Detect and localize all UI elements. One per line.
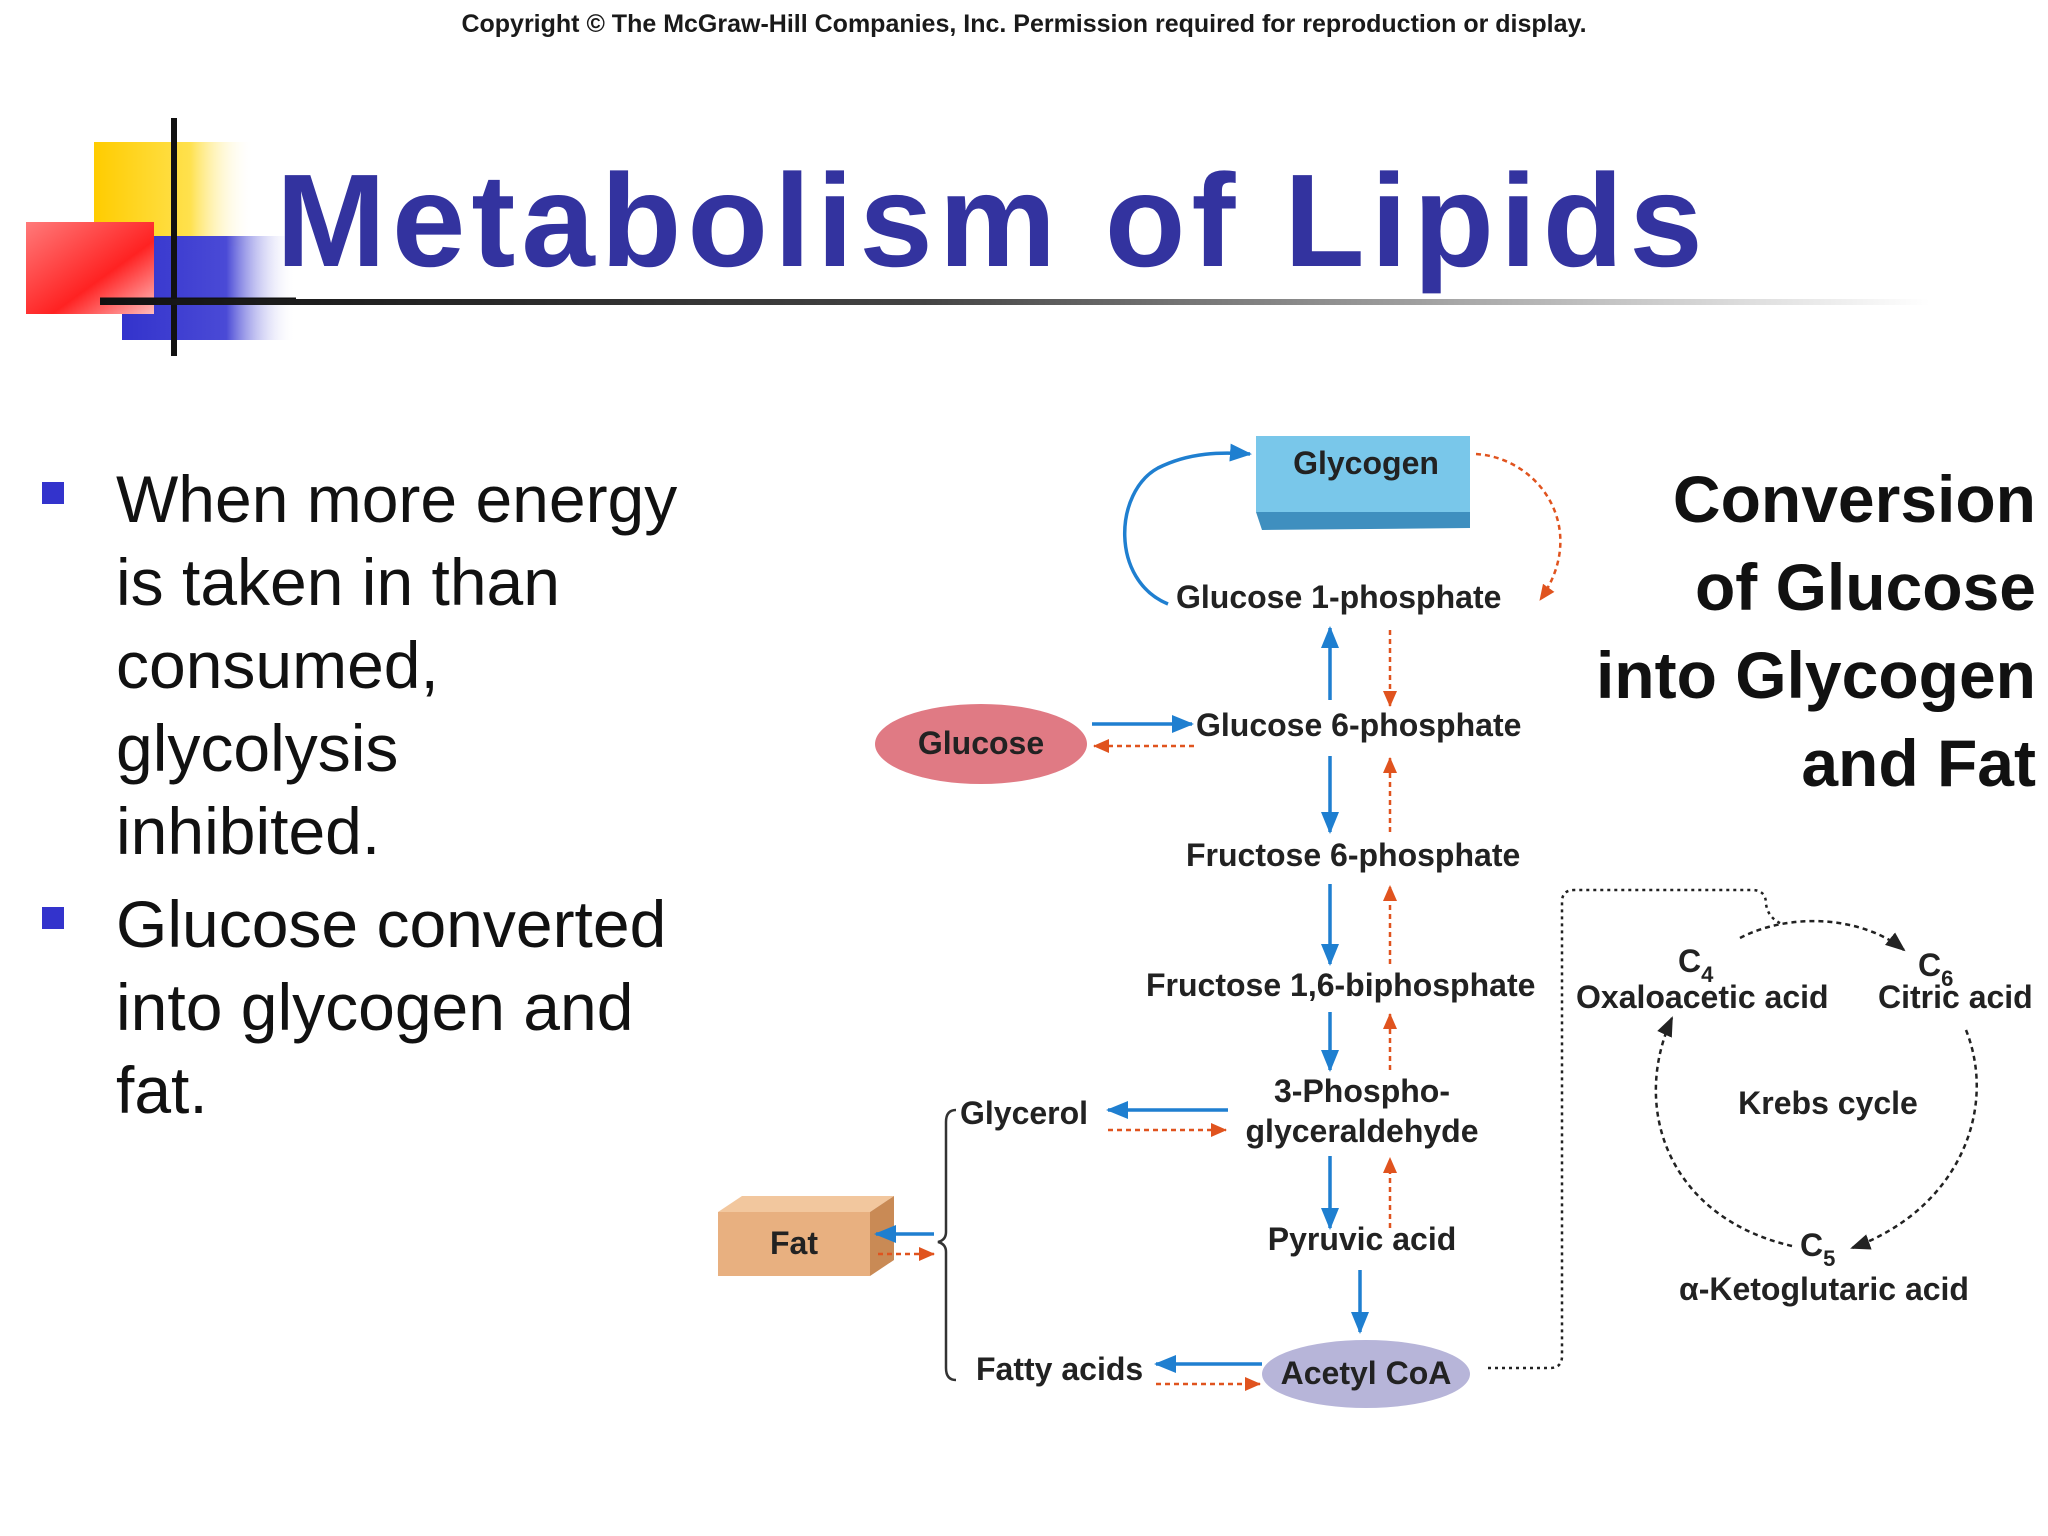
glucose-label: Glucose [918, 725, 1044, 761]
krebs-c6-label: C6 [1918, 947, 1953, 991]
glucose-oval: Glucose [875, 704, 1087, 784]
acetyl-coa-to-krebs-link [1488, 888, 1783, 1370]
bullet-item: Glucose converted into glycogen and fat. [40, 883, 680, 1132]
bullet-text: Glucose converted into glycogen and fat. [116, 887, 667, 1127]
krebs-cycle-label: Krebs cycle [1738, 1085, 1918, 1121]
glycerol-label: Glycerol [960, 1095, 1088, 1131]
oxaloacetic-acid-label: Oxaloacetic acid [1576, 979, 1829, 1015]
krebs-c5-label: C5 [1800, 1227, 1835, 1271]
acetyl-coa-label: Acetyl CoA [1281, 1355, 1452, 1391]
glycogen-label: Glycogen [1293, 445, 1439, 481]
krebs-arc-c6-to-c5 [1850, 1029, 1978, 1250]
page-title: Metabolism of Lipids [276, 147, 1709, 294]
fructose-6-phosphate-label: Fructose 6-phosphate [1186, 837, 1520, 873]
bullet-text: When more energy is taken in than consum… [116, 462, 678, 868]
3-phospho-label: 3-Phospho- [1274, 1073, 1450, 1109]
glycogen-box: Glycogen [1256, 436, 1470, 530]
diagram-heading-line: of Glucose [1695, 550, 2036, 624]
glucose-6-phosphate-label: Glucose 6-phosphate [1196, 707, 1521, 743]
krebs-arc-c4-to-c6 [1739, 919, 1906, 952]
acetyl-coa-oval: Acetyl CoA [1262, 1340, 1470, 1408]
arrow-g1p-to-glycogen [1123, 443, 1252, 606]
diagram-heading-line: into Glycogen [1596, 638, 2036, 712]
bullet-list: When more energy is taken in than consum… [40, 458, 680, 1142]
title-underline [100, 299, 1930, 305]
fatty-acids-label: Fatty acids [976, 1351, 1143, 1387]
glycerol-fatty-acids-bracket [937, 1108, 957, 1382]
arrow-glycogen-to-g1p [1475, 452, 1562, 601]
copyright-notice: Copyright © The McGraw-Hill Companies, I… [461, 10, 1587, 38]
square-bullet-icon [42, 907, 64, 929]
glucose-1-phosphate-label: Glucose 1-phosphate [1176, 579, 1501, 615]
fat-box: Fat [718, 1196, 894, 1276]
diagram-heading-line: and Fat [1801, 726, 2036, 800]
alpha-ketoglutaric-acid-label: α-Ketoglutaric acid [1679, 1271, 1969, 1307]
pyruvic-acid-label: Pyruvic acid [1268, 1221, 1457, 1257]
glyceraldehyde-label: glyceraldehyde [1246, 1113, 1479, 1149]
krebs-c4-label: C4 [1678, 943, 1714, 987]
square-bullet-icon [42, 482, 64, 504]
fructose-16-biphosphate-label: Fructose 1,6-biphosphate [1146, 967, 1535, 1003]
citric-acid-label: Citric acid [1878, 979, 2033, 1015]
fat-label: Fat [770, 1225, 818, 1261]
bullet-item: When more energy is taken in than consum… [40, 458, 680, 873]
krebs-arc-c5-to-c4 [1654, 1016, 1793, 1248]
diagram-heading-line: Conversion [1673, 462, 2036, 536]
